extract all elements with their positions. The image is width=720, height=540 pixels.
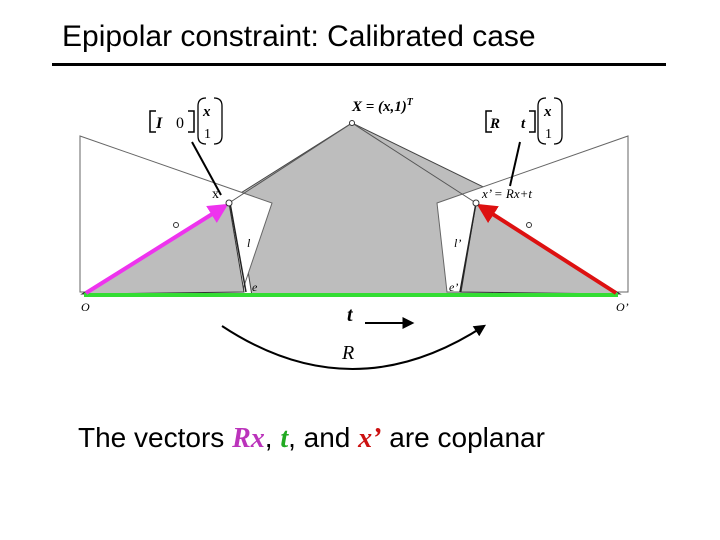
left-matrix-pointer: [191, 141, 222, 196]
center-O-label: O: [81, 300, 90, 314]
caption-sep1: ,: [264, 422, 281, 453]
right-plane-corner-marker: [526, 222, 532, 228]
right-camera-matrix: R t x 1: [485, 97, 563, 145]
point-x-prime-marker: [472, 199, 480, 207]
right-matrix-a: R: [489, 116, 500, 132]
epipolar-line-l-prime: [459, 202, 477, 293]
caption-t: t: [280, 423, 289, 454]
point-X-label: X = (x,1)T: [351, 97, 414, 115]
point-x-prime-label: x’ = Rx+t: [481, 186, 532, 201]
center-O-prime-label: O’: [616, 300, 629, 314]
point-X-marker: [349, 120, 355, 126]
ray-left: [228, 122, 353, 204]
epipolar-line-l-label: l: [247, 236, 251, 250]
epipole-e-label: e: [252, 280, 258, 294]
caption-sep2: , and: [288, 422, 359, 453]
rotation-R-label: R: [341, 342, 354, 364]
right-vector-x: x: [543, 104, 552, 120]
caption-rx: Rx: [232, 423, 265, 454]
caption-prefix: The vectors: [78, 422, 233, 453]
point-x-marker: [225, 199, 233, 207]
epipolar-line-l-prime-label: l’: [454, 236, 461, 250]
left-plane-corner-marker: [173, 222, 179, 228]
caption-x-prime: x’: [358, 423, 382, 454]
translation-t-label: t: [347, 304, 354, 326]
left-matrix-a: I: [155, 115, 163, 132]
slide-title: Epipolar constraint: Calibrated case: [62, 20, 536, 53]
epipole-e-prime-label: e’: [449, 280, 458, 294]
right-vector-1: 1: [545, 127, 552, 142]
x-prime-vector-arrow: [476, 203, 618, 295]
point-x-label: x: [212, 187, 219, 202]
right-matrix-b: t: [521, 116, 526, 132]
epipolar-line-l: [229, 202, 247, 293]
left-vector-x: x: [202, 104, 211, 120]
rx-vector-arrow: [84, 203, 229, 295]
ray-right: [351, 122, 477, 204]
left-vector-1: 1: [204, 127, 211, 142]
left-matrix-b: 0: [176, 115, 184, 132]
rotation-arrow: [221, 324, 487, 370]
title-underline: [52, 63, 666, 66]
right-matrix-pointer: [509, 141, 521, 187]
left-camera-matrix: I 0 x 1: [149, 97, 223, 145]
caption: The vectors Rx, t, and x’ are coplanar: [78, 422, 545, 455]
caption-suffix: are coplanar: [381, 422, 545, 453]
